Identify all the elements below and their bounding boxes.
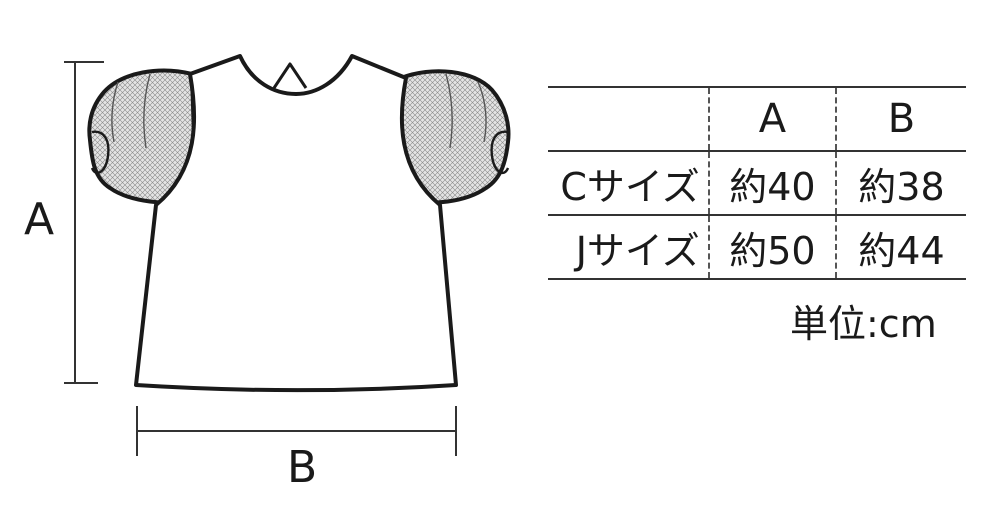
row-value-a: 約40 <box>708 151 837 215</box>
unit-note: 単位:cm <box>790 302 937 346</box>
table-header-row: A B <box>548 87 966 151</box>
table-row: Jサイズ 約50 約44 <box>548 215 966 279</box>
width-dimension-label: B <box>287 442 318 493</box>
neckline-keyhole <box>238 55 354 96</box>
row-size-label: Jサイズ <box>548 215 710 279</box>
row-value-b: 約44 <box>858 228 945 273</box>
row-value-b: 約38 <box>858 164 945 209</box>
row-value-a: 約50 <box>708 215 837 279</box>
column-header-a: A <box>708 87 837 151</box>
column-header-b: B <box>887 96 916 142</box>
left-puff-sleeve <box>87 68 198 205</box>
size-table: A B Cサイズ 約40 約38 Jサイズ 約50 約44 <box>548 86 966 280</box>
right-puff-sleeve <box>399 69 511 205</box>
height-dimension-label: A <box>24 194 55 245</box>
row-size-label: Cサイズ <box>548 151 710 215</box>
table-row: Cサイズ 約40 約38 <box>548 151 966 215</box>
height-dimension-line <box>64 61 104 384</box>
width-dimension-line <box>136 406 457 456</box>
table-corner-cell <box>548 87 710 151</box>
